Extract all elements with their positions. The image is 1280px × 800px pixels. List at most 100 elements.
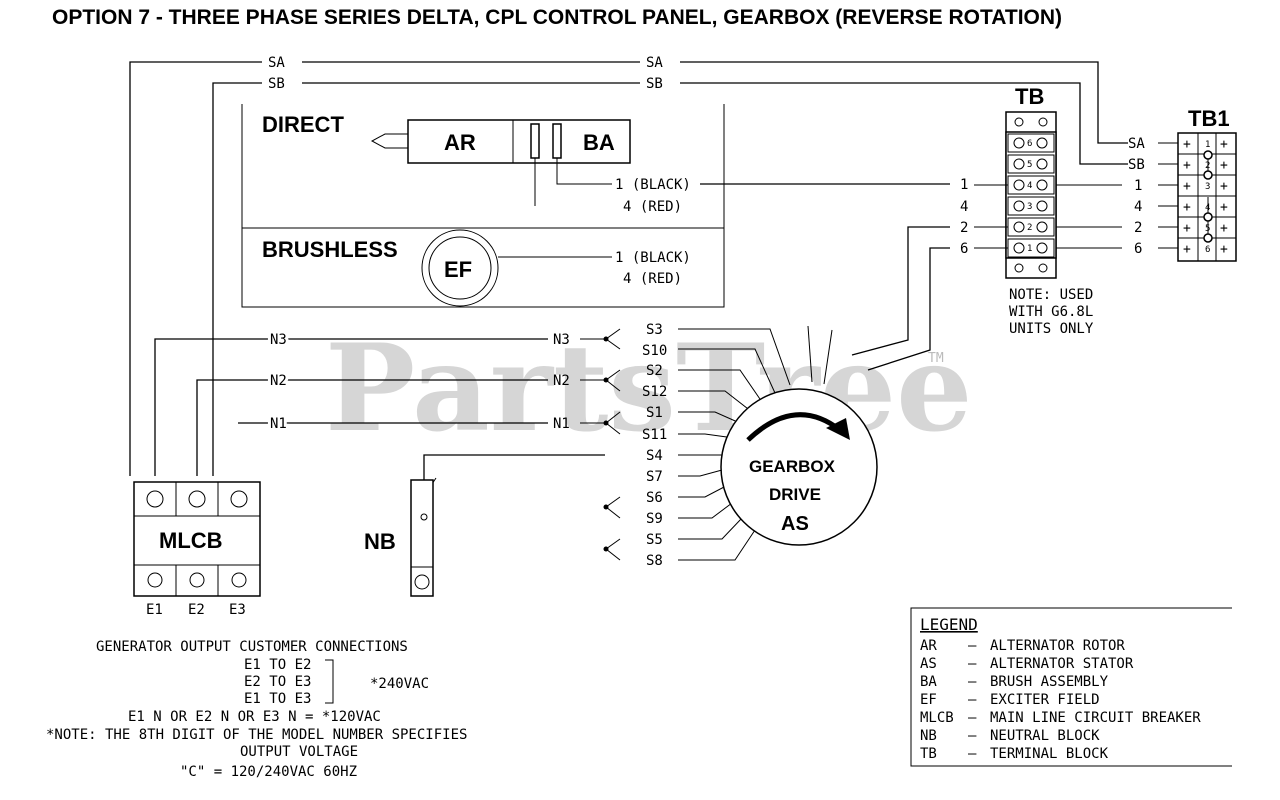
tb1-screw-symbols: ++ ++ ++ ++ ++ ++ (1183, 137, 1228, 257)
legend-item: EF–EXCITER FIELD (920, 692, 1100, 708)
lead-s6: S6 (646, 490, 663, 506)
svg-text:+: + (1183, 158, 1191, 173)
direct-wire-red: 4 (RED) (623, 199, 682, 215)
legend-item: AS –ALTERNATOR STATOR (920, 656, 1134, 672)
exciter-field-label: EF (444, 257, 472, 282)
svg-text:ALTERNATOR STATOR: ALTERNATOR STATOR (990, 656, 1134, 672)
svg-text:–: – (968, 710, 977, 726)
wire-n3: N3 N3 (154, 329, 606, 476)
svg-text:–: – (968, 692, 977, 708)
svg-text:–: – (968, 638, 977, 654)
svg-text:3: 3 (1027, 202, 1032, 212)
svg-text:3: 3 (1205, 182, 1210, 192)
svg-text:TB: TB (920, 746, 937, 762)
gearbox-drive (720, 388, 878, 546)
svg-text:+: + (1220, 221, 1228, 236)
svg-text:5: 5 (1205, 224, 1210, 234)
mlcb-label: MLCB (159, 528, 223, 553)
tb1-left-label-2: 2 (1134, 220, 1142, 236)
alternator-rotor-label: AR (444, 130, 476, 155)
svg-text:6: 6 (1205, 245, 1210, 255)
output-e3: E3 (229, 602, 246, 618)
svg-text:+: + (1220, 242, 1228, 257)
direct-wire-black: 1 (BLACK) (615, 177, 691, 193)
svg-text:4: 4 (1027, 181, 1032, 191)
wire-label-n1-left: N1 (270, 416, 287, 432)
svg-text:NEUTRAL BLOCK: NEUTRAL BLOCK (990, 728, 1100, 744)
lead-s9: S9 (646, 511, 663, 527)
lead-s2: S2 (646, 363, 663, 379)
svg-text:2: 2 (1205, 161, 1210, 171)
svg-text:AR: AR (920, 638, 937, 654)
svg-text:+: + (1183, 137, 1191, 152)
legend: LEGEND AR–ALTERNATOR ROTOR AS–ALTERNATOR… (910, 607, 1232, 767)
tb-label: TB (1015, 84, 1044, 109)
legend-item: BA –BRUSH ASSEMBLY (920, 674, 1109, 690)
svg-text:EF: EF (920, 692, 937, 708)
gearbox-drive-label: DRIVE (769, 485, 821, 504)
tb-left-label-6: 6 (960, 241, 968, 257)
tb1-label: TB1 (1188, 106, 1230, 131)
tb-note-line2: WITH G6.8L (1009, 304, 1093, 320)
svg-text:6: 6 (1027, 139, 1032, 149)
svg-text:–: – (968, 674, 977, 690)
tb-left-label-1: 1 (960, 177, 968, 193)
stator-lead-wires (678, 325, 833, 561)
lead-s1: S1 (646, 405, 663, 421)
tb1-left-label-4: 4 (1134, 199, 1142, 215)
lead-s8: S8 (646, 553, 663, 569)
svg-text:+: + (1183, 200, 1191, 215)
tb-note-line1: NOTE: USED (1009, 287, 1093, 303)
output-e1: E1 (146, 602, 163, 618)
svg-text:+: + (1183, 242, 1191, 257)
connection-e1-e3: E1 TO E3 (244, 691, 311, 707)
tb1-left-label-1: 1 (1134, 178, 1142, 194)
stator-lead-labels: S3 S10 S2 S12 S1 S11 S4 S7 S6 S9 S5 S8 (642, 322, 667, 569)
gearbox-label: GEARBOX (749, 457, 836, 476)
lead-s12: S12 (642, 384, 667, 400)
svg-text:+: + (1220, 137, 1228, 152)
wire-label-n1-right: N1 (553, 416, 570, 432)
tb1-left-label-6: 6 (1134, 241, 1142, 257)
brushless-wire-red: 4 (RED) (623, 271, 682, 287)
tb-left-label-4: 4 (960, 199, 968, 215)
wire-label-n3-left: N3 (270, 332, 287, 348)
wire-sa: SA SA (129, 54, 1128, 476)
tb1-terminal-numbers: 1 2 3 4 5 6 (1205, 140, 1210, 255)
svg-text:BRUSH ASSEMBLY: BRUSH ASSEMBLY (990, 674, 1109, 690)
svg-text:MAIN LINE CIRCUIT BREAKER: MAIN LINE CIRCUIT BREAKER (990, 710, 1201, 726)
tb1-left-label-sb: SB (1128, 157, 1145, 173)
alternator-stator-label: AS (781, 513, 809, 535)
wire-label-sa-left: SA (268, 55, 285, 71)
legend-item: MLCB–MAIN LINE CIRCUIT BREAKER (920, 710, 1201, 726)
svg-text:BA: BA (920, 674, 937, 690)
svg-text:+: + (1183, 221, 1191, 236)
tb-note-line3: UNITS ONLY (1009, 321, 1094, 337)
svg-text:1: 1 (1205, 140, 1210, 150)
model-note-line1: *NOTE: THE 8TH DIGIT OF THE MODEL NUMBER… (46, 727, 467, 743)
lead-s4: S4 (646, 448, 663, 464)
wire-label-sa-right: SA (646, 55, 663, 71)
wire-label-n2-right: N2 (553, 373, 570, 389)
lead-s10: S10 (642, 343, 667, 359)
svg-text:MLCB: MLCB (920, 710, 954, 726)
svg-text:1: 1 (1027, 244, 1032, 254)
svg-text:–: – (968, 656, 977, 672)
wire-label-n2-left: N2 (270, 373, 287, 389)
svg-text:ALTERNATOR ROTOR: ALTERNATOR ROTOR (990, 638, 1125, 654)
svg-text:+: + (1220, 200, 1228, 215)
stator-lead-forks (603, 328, 621, 561)
brushless-label: BRUSHLESS (262, 237, 398, 262)
main-line-circuit-breaker (133, 481, 261, 597)
connection-e2-e3: E2 TO E3 (244, 674, 311, 690)
legend-item: AR –ALTERNATOR ROTOR (920, 638, 1125, 654)
legend-item: NB–NEUTRAL BLOCK (920, 728, 1100, 744)
svg-text:AS: AS (920, 656, 937, 672)
svg-text:5: 5 (1027, 160, 1032, 170)
wire-label-sb-right: SB (646, 76, 663, 92)
svg-text:4: 4 (1205, 203, 1210, 213)
wire-label-n3-right: N3 (553, 332, 570, 348)
svg-text:TERMINAL BLOCK: TERMINAL BLOCK (990, 746, 1109, 762)
nb-label: NB (364, 529, 396, 554)
output-e2: E2 (188, 602, 205, 618)
